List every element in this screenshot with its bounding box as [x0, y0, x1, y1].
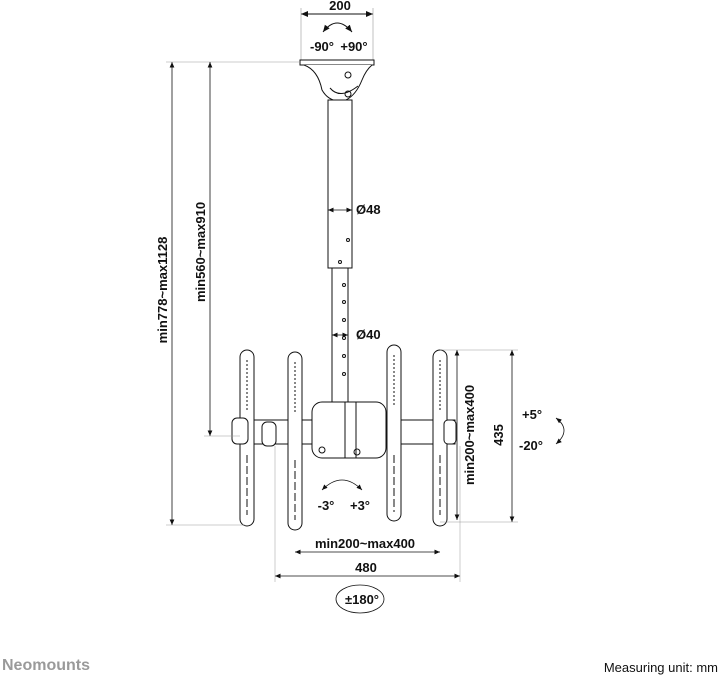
vertical-spacing-label: min200~max400 [462, 385, 477, 485]
swivel-arrow-icon [322, 22, 353, 33]
brand-logo: Neomounts [2, 657, 90, 674]
ceiling-width-label: 200 [329, 0, 351, 13]
ceiling-plate [299, 59, 375, 102]
roll-left-label: -3° [318, 498, 335, 513]
tilt-up-label: +5° [522, 407, 542, 422]
total-width-label: 480 [355, 560, 377, 575]
tilt-down-label: -20° [519, 438, 543, 453]
swivel-right-label: +90° [340, 39, 367, 54]
tilt-arrow-icon [555, 417, 565, 445]
pole [327, 99, 353, 421]
rotation-label: ±180° [345, 592, 379, 607]
center-clamp [311, 401, 387, 459]
horizontal-spacing-label: min200~max400 [315, 536, 415, 551]
swivel-left-label: -90° [310, 39, 334, 54]
rotation-arrow-icon [335, 584, 385, 614]
roll-right-label: +3° [350, 498, 370, 513]
inner-tube-label: Ø40 [356, 327, 381, 342]
pole-height-label: min560~max910 [193, 202, 208, 302]
roll-arrow-icon [321, 479, 363, 491]
total-height-label: min778~max1128 [155, 237, 170, 344]
measuring-unit: Measuring unit: mm [603, 660, 718, 675]
arm-height-label: 435 [491, 424, 506, 446]
outer-tube-label: Ø48 [356, 202, 381, 217]
